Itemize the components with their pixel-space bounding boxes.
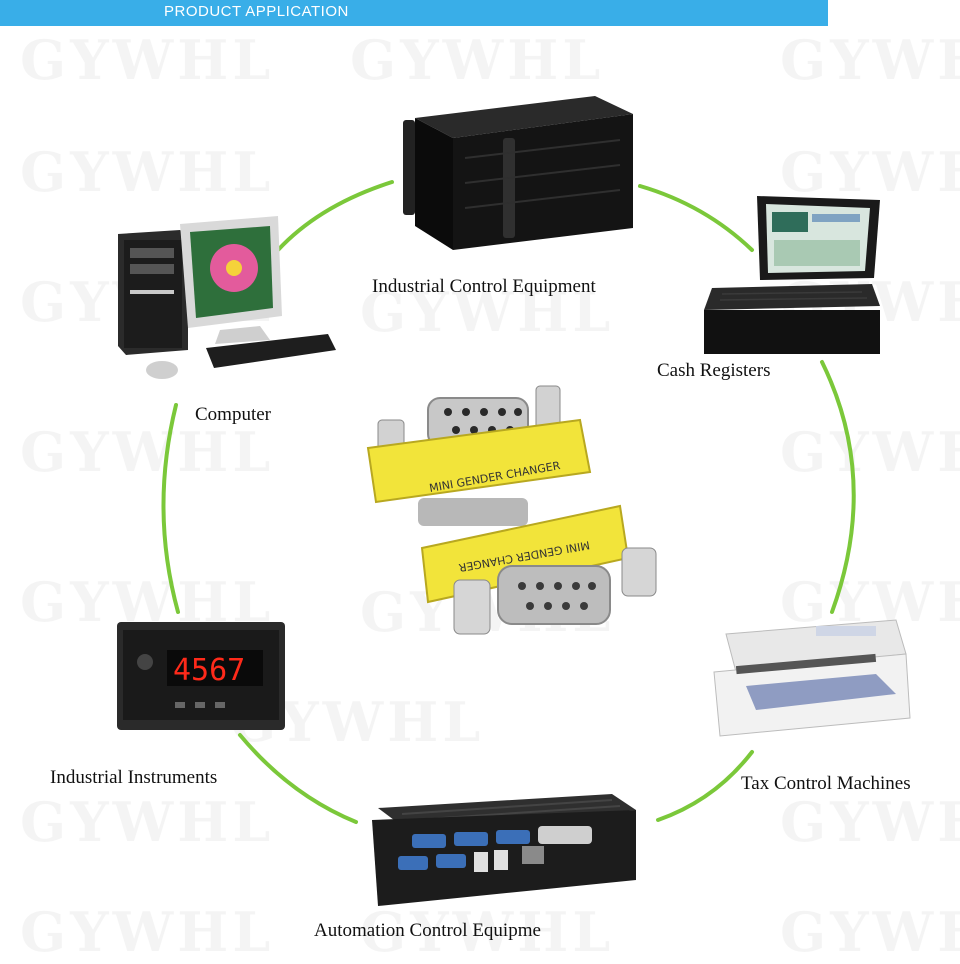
gender-changer-icon: MINI GENDER CHANGER MINI GENDER CHANGER: [366, 385, 657, 635]
label-tax-control-machines: Tax Control Machines: [741, 773, 911, 794]
ring-arc: [276, 180, 394, 252]
header-title: PRODUCT APPLICATION: [164, 3, 349, 20]
label-automation-control-equipment: Automation Control Equipme: [314, 920, 541, 941]
label-computer: Computer: [195, 404, 271, 425]
rack-server-icon: [403, 96, 633, 250]
ring-arc: [820, 360, 856, 614]
printer-icon: [713, 619, 911, 737]
ring-arc: [161, 403, 180, 614]
ring-arc: [638, 184, 754, 252]
panel-meter-icon: 4567: [117, 622, 285, 730]
computer-icon: [118, 216, 336, 379]
label-cash-registers: Cash Registers: [657, 360, 771, 381]
ring-arc: [238, 733, 358, 824]
box-pc-icon: [372, 794, 636, 906]
cash-register-icon: [704, 196, 880, 354]
header-bar: PRODUCT APPLICATION: [0, 0, 828, 26]
meter-display: 4567: [173, 653, 245, 688]
ring-arc: [656, 750, 754, 822]
label-industrial-instruments: Industrial Instruments: [50, 767, 218, 788]
label-industrial-control-equipment: Industrial Control Equipment: [372, 276, 596, 297]
